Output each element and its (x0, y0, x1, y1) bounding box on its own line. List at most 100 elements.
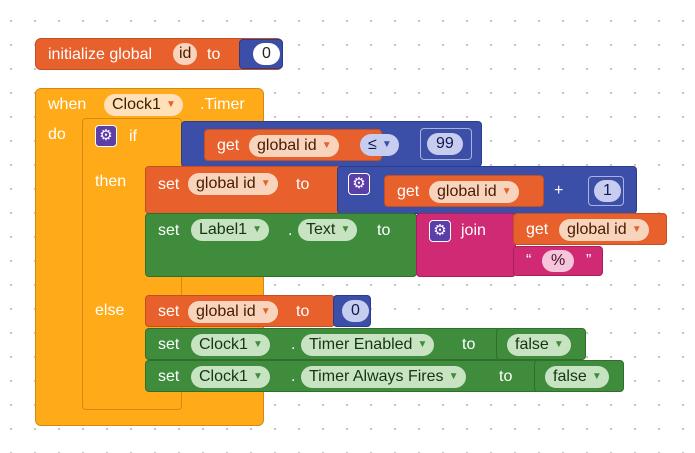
set-var-dropdown[interactable]: global id ▼ (188, 173, 278, 195)
else-number-field[interactable]: 0 (342, 300, 369, 322)
chevron-down-icon: ▼ (417, 339, 428, 350)
set-label-component-text: Label1 (199, 221, 248, 238)
timer-enabled-component-dropdown[interactable]: Clock1 ▼ (191, 334, 270, 356)
chevron-down-icon: ▼ (166, 99, 176, 110)
timer-enabled-boolean-dropdown[interactable]: false ▼ (507, 334, 571, 356)
add-mutator-gear-icon[interactable]: ⚙ (348, 173, 370, 195)
add-get-global-id-block[interactable]: get global id ▼ (384, 175, 544, 207)
chevron-down-icon: ▼ (381, 139, 392, 150)
then-label: then (95, 173, 127, 190)
set-to-label: to (462, 336, 476, 353)
set-to-label: to (377, 222, 391, 239)
text-string-field[interactable]: % (542, 250, 575, 272)
timer-enabled-component-text: Clock1 (199, 336, 248, 353)
chevron-down-icon: ▼ (591, 371, 602, 382)
compare-number-block[interactable]: 99 (420, 128, 472, 160)
join-mutator-gear-icon[interactable]: ⚙ (429, 220, 451, 242)
always-fires-property-text: Timer Always Fires (309, 368, 444, 385)
set-label: set (158, 303, 180, 320)
set-label-property-dropdown[interactable]: Text ▼ (298, 219, 358, 241)
event-name-label: .Timer (200, 96, 245, 113)
set-to-label: to (296, 176, 310, 193)
dot-label: . (288, 222, 293, 239)
event-component-dropdown[interactable]: Clock1 ▼ (104, 94, 183, 116)
set-to-label: to (296, 303, 310, 320)
always-fires-boolean-dropdown[interactable]: false ▼ (545, 366, 609, 388)
dot-label: . (291, 336, 296, 353)
else-label: else (95, 302, 125, 319)
timer-enabled-property-dropdown[interactable]: Timer Enabled ▼ (301, 334, 435, 356)
set-label-component-dropdown[interactable]: Label1 ▼ (191, 219, 270, 241)
chevron-down-icon: ▼ (252, 224, 263, 235)
timer-enabled-boolean-text: false (515, 336, 549, 353)
get-var-text: global id (257, 137, 317, 154)
else-set-global-id-block[interactable]: set global id ▼ to (145, 295, 335, 327)
chevron-down-icon: ▼ (321, 140, 332, 151)
initialize-global-label: initialize global (48, 46, 153, 63)
dot-label: . (291, 368, 296, 385)
chevron-down-icon: ▼ (631, 224, 642, 235)
set-label-property-text: Text (306, 221, 336, 238)
add-get-var-text: global id (437, 183, 497, 200)
init-to-label: to (207, 46, 221, 63)
get-label: get (217, 137, 240, 154)
chevron-down-icon: ▼ (501, 186, 512, 197)
add-number-block[interactable]: 1 (588, 176, 624, 206)
initialize-global-block[interactable]: initialize global id to 0 (35, 38, 283, 70)
get-label: get (526, 221, 549, 238)
chevron-down-icon: ▼ (253, 371, 263, 382)
set-always-fires-block[interactable]: set Clock1 ▼ . Timer Always Fires ▼ to (145, 360, 540, 392)
join-get-var-dropdown[interactable]: global id ▼ (559, 219, 649, 241)
when-label: when (48, 96, 87, 113)
plus-operator-label: + (554, 182, 564, 199)
chevron-down-icon: ▼ (260, 178, 271, 189)
compare-block[interactable]: get global id ▼ ≤ ▼ 99 (181, 121, 482, 167)
if-label: if (129, 128, 137, 145)
always-fires-boolean-text: false (553, 368, 587, 385)
do-label: do (48, 126, 66, 143)
init-number-field[interactable]: 0 (253, 43, 280, 65)
join-get-global-id-block[interactable]: get global id ▼ (513, 213, 667, 245)
set-to-label: to (499, 368, 513, 385)
always-fires-property-dropdown[interactable]: Timer Always Fires ▼ (301, 366, 466, 388)
chevron-down-icon: ▼ (553, 339, 564, 350)
init-var-name-text: id (179, 45, 192, 62)
init-number-block[interactable]: 0 (239, 39, 283, 69)
always-fires-component-text: Clock1 (199, 368, 248, 385)
if-mutator-gear-icon[interactable]: ⚙ (95, 125, 117, 147)
get-label: get (397, 183, 420, 200)
always-fires-boolean-block[interactable]: false ▼ (534, 360, 624, 392)
timer-enabled-boolean-block[interactable]: false ▼ (496, 328, 586, 360)
chevron-down-icon: ▼ (340, 224, 351, 235)
get-global-id-block[interactable]: get global id ▼ (204, 129, 382, 161)
else-number-block[interactable]: 0 (333, 295, 371, 327)
timer-enabled-property-text: Timer Enabled (309, 336, 413, 353)
quote-close-label: ” (586, 252, 592, 269)
text-string-block[interactable]: “ % ” (513, 246, 603, 276)
else-set-var-text: global id (196, 303, 256, 320)
set-label: set (158, 222, 180, 239)
compare-operator-dropdown[interactable]: ≤ ▼ (360, 134, 399, 156)
add-number-field[interactable]: 1 (594, 180, 621, 202)
chevron-down-icon: ▼ (448, 371, 459, 382)
join-get-var-text: global id (567, 221, 627, 238)
set-timer-enabled-block[interactable]: set Clock1 ▼ . Timer Enabled ▼ to (145, 328, 502, 360)
chevron-down-icon: ▼ (260, 306, 271, 317)
add-get-var-dropdown[interactable]: global id ▼ (429, 181, 519, 203)
join-block[interactable]: ⚙ join (416, 213, 516, 277)
always-fires-component-dropdown[interactable]: Clock1 ▼ (191, 366, 270, 388)
quote-open-label: “ (526, 252, 532, 269)
set-label: set (158, 176, 180, 193)
set-global-id-block[interactable]: set global id ▼ to (145, 166, 345, 214)
set-var-text: global id (196, 175, 256, 192)
init-var-name-field[interactable]: id (173, 43, 198, 65)
add-block[interactable]: ⚙ get global id ▼ + 1 (337, 166, 637, 214)
else-set-var-dropdown[interactable]: global id ▼ (188, 301, 278, 323)
set-label: set (158, 368, 180, 385)
set-label-text-block[interactable]: set Label1 ▼ . Text ▼ to (145, 213, 417, 277)
event-component-text: Clock1 (112, 96, 161, 113)
compare-number-field[interactable]: 99 (427, 133, 463, 155)
get-var-dropdown[interactable]: global id ▼ (249, 135, 339, 157)
chevron-down-icon: ▼ (253, 339, 263, 350)
join-label: join (461, 222, 486, 239)
